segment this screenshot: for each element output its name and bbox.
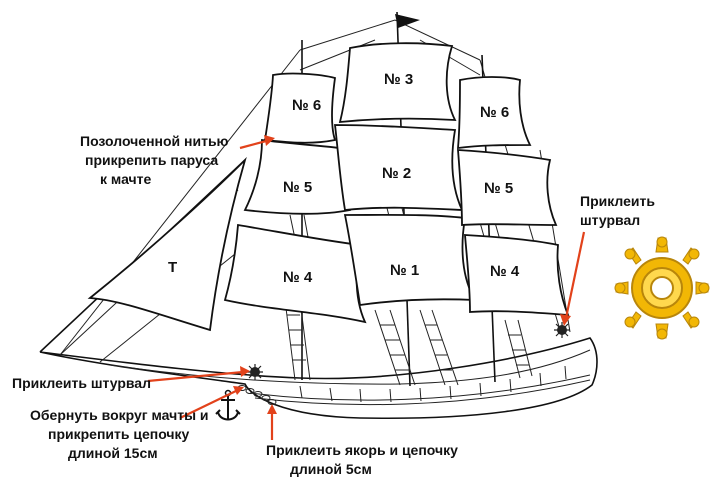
annotation-gilded-thread: Позолоченной нитью прикрепить паруса к м… — [80, 133, 229, 187]
annotation-anchor: Приклеить якорь и цепочку длиной 5см — [266, 442, 458, 477]
sail-aft-top — [457, 76, 532, 150]
svg-text:Приклеить якорь и цепочку: Приклеить якорь и цепочку — [266, 442, 458, 458]
pennant-flag-icon — [395, 14, 420, 28]
svg-text:к мачте: к мачте — [100, 171, 151, 187]
annotation-wheel-right: Приклеить штурвал — [580, 193, 655, 228]
sail-label-main-low: № 1 — [390, 262, 419, 279]
annotation-arrows — [147, 135, 586, 440]
ship-deck-wheel-icon — [247, 364, 263, 380]
sail-label-aft-low: № 4 — [490, 263, 520, 280]
annotation-wrap-mast: Обернуть вокруг мачты и прикрепить цепоч… — [30, 407, 209, 461]
sail-main-top — [338, 42, 457, 124]
sail-label-aft-mid: № 5 — [484, 180, 513, 197]
sail-label-main-top: № 3 — [384, 71, 413, 88]
svg-text:прикрепить цепочку: прикрепить цепочку — [48, 426, 190, 442]
svg-text:Позолоченной нитью: Позолоченной нитью — [80, 133, 229, 149]
svg-text:Приклеить: Приклеить — [580, 193, 655, 209]
annotation-wheel-left: Приклеить штурвал — [12, 375, 151, 391]
sail-main-low — [343, 213, 477, 307]
sail-fore-low — [223, 223, 367, 324]
sail-label-fore-top: № 6 — [292, 97, 321, 114]
ship-hull — [39, 337, 598, 420]
svg-text:прикрепить паруса: прикрепить паруса — [85, 152, 218, 168]
svg-text:Обернуть вокруг мачты и: Обернуть вокруг мачты и — [30, 407, 209, 423]
sail-aft-low — [464, 234, 570, 317]
svg-text:штурвал: штурвал — [580, 212, 640, 228]
ship-stern-wheel-icon — [554, 322, 570, 338]
svg-text:Приклеить штурвал: Приклеить штурвал — [12, 375, 151, 391]
sail-label-aft-top: № 6 — [480, 104, 509, 121]
sail-fore-top — [263, 72, 337, 144]
sail-label-main-mid: № 2 — [382, 165, 411, 182]
sail-label-fore-mid: № 5 — [283, 179, 312, 196]
ship-wheel-icon — [614, 236, 710, 340]
sail-aft-mid — [457, 149, 558, 226]
svg-text:длиной 5см: длиной 5см — [290, 461, 372, 477]
svg-text:длиной 15см: длиной 15см — [68, 445, 158, 461]
sail-label-t: T — [168, 259, 177, 276]
sail-jib — [87, 156, 247, 332]
sail-label-fore-low: № 4 — [283, 269, 313, 286]
shrouds — [284, 199, 533, 386]
